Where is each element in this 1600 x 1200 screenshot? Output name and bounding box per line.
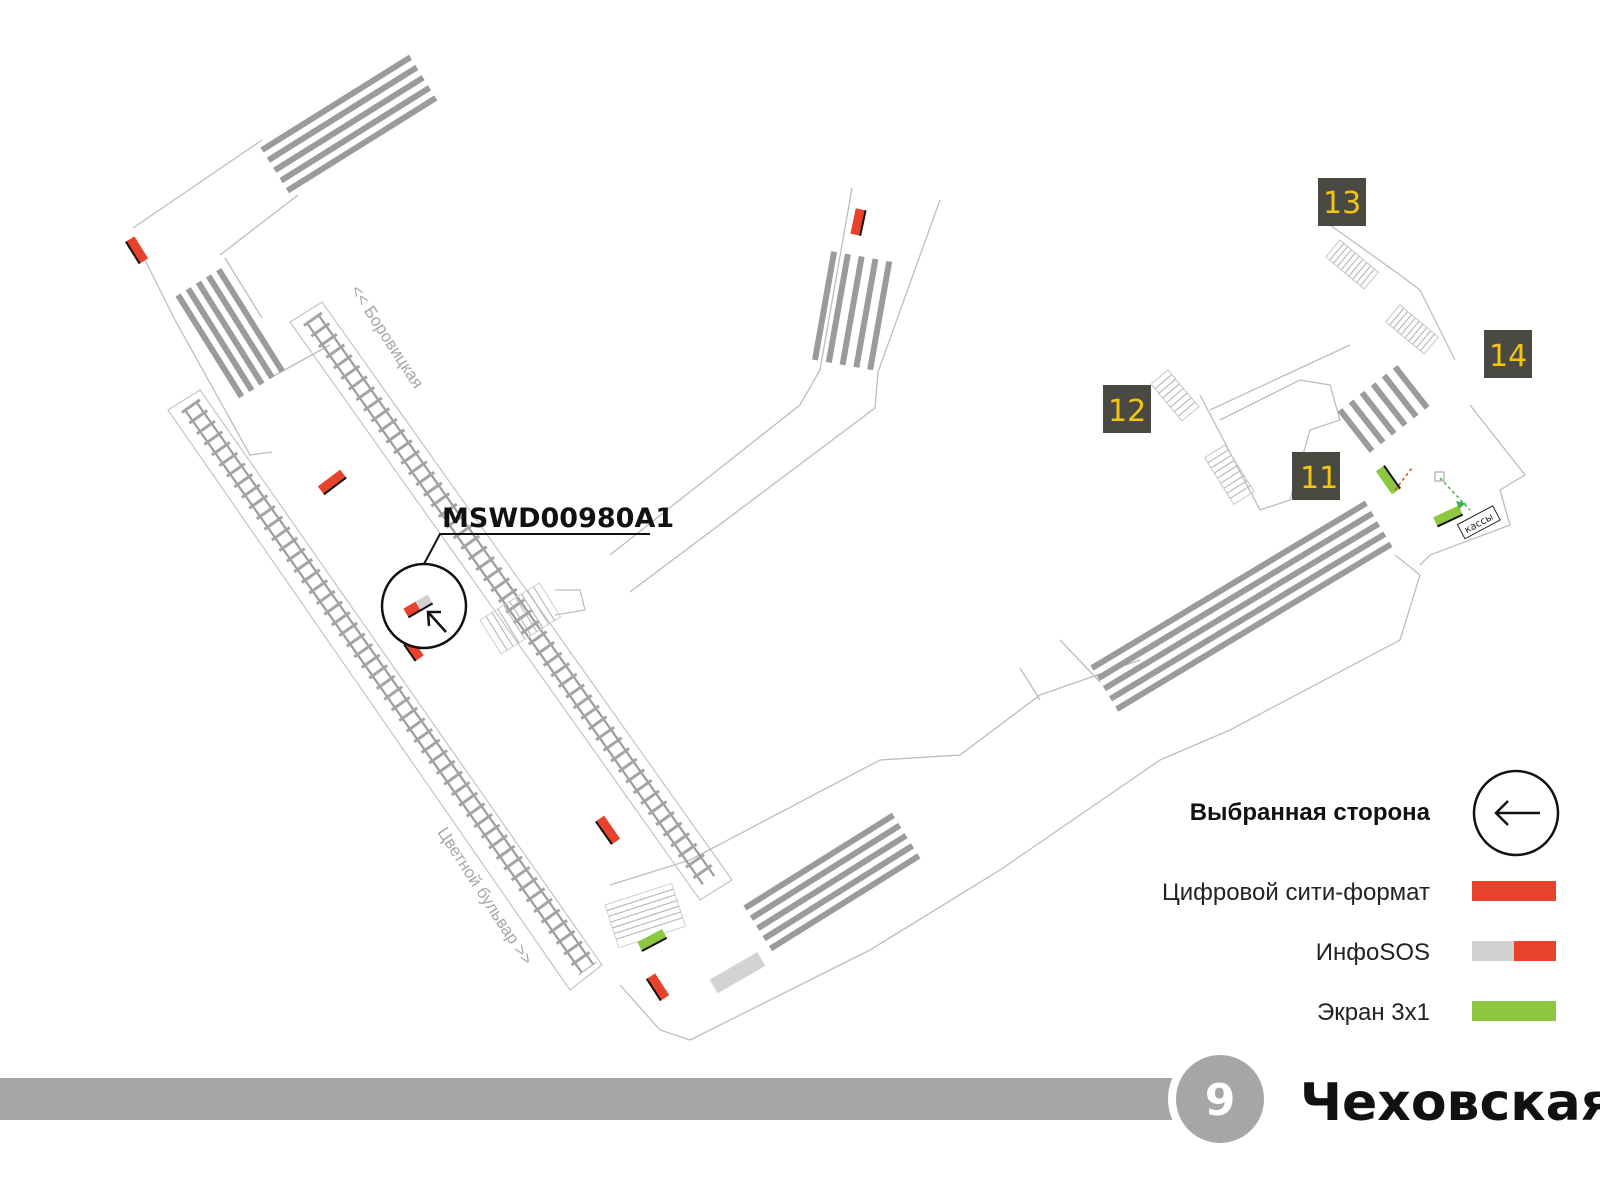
svg-text:12: 12 — [1108, 394, 1146, 429]
placement-code: MSWD00980A1 — [442, 503, 674, 534]
escalator-vestibule — [1337, 365, 1430, 453]
selected-placement-marker[interactable]: MSWD00980A1 — [380, 503, 674, 650]
track-west — [181, 398, 597, 976]
direction-north-label: << Боровицкая — [347, 282, 428, 392]
stairs-exit-14 — [1385, 304, 1440, 355]
legend-swatch-infosos-red — [1514, 941, 1556, 961]
marker-leader-line — [423, 533, 650, 565]
escalator-upper-right — [812, 251, 893, 371]
escalator-top-left — [260, 54, 438, 194]
stairs-exit-12 — [1150, 369, 1200, 422]
exit-badge-11[interactable]: 11 — [1292, 452, 1340, 500]
legend-title: Выбранная сторона — [1190, 799, 1431, 826]
station-name: Чеховская — [1300, 1073, 1600, 1133]
svg-text:11: 11 — [1300, 461, 1338, 496]
escalator-long — [1090, 500, 1393, 712]
legend-item-label: ИнфоSOS — [1316, 939, 1430, 966]
line-number-badge — [1168, 1047, 1272, 1151]
digital-city-format-placement[interactable] — [850, 208, 867, 236]
metro-line-bar: 9 — [0, 1047, 1272, 1151]
legend-swatch-infosos-gray — [1472, 941, 1514, 961]
escalator-lower — [743, 812, 921, 952]
screen-3x1-placement[interactable] — [1433, 505, 1464, 528]
legend-item-label: Экран 3х1 — [1317, 999, 1430, 1026]
legend-item-label: Цифровой сити-формат — [1162, 879, 1430, 906]
platforms — [167, 301, 733, 991]
svg-text:13: 13 — [1323, 186, 1361, 221]
service-booth — [709, 952, 766, 994]
legend-swatch-screen — [1472, 1001, 1556, 1021]
stairs-exit-13 — [1325, 239, 1380, 290]
stairs-exit-11 — [1203, 444, 1255, 506]
exit-badge-14[interactable]: 14 — [1484, 330, 1532, 378]
svg-text:14: 14 — [1489, 339, 1527, 374]
track-east — [303, 311, 718, 887]
digital-city-format-placement[interactable] — [645, 973, 670, 1002]
digital-city-format-placement[interactable] — [125, 236, 149, 265]
legend: Выбранная сторона Цифровой сити-формат И… — [1162, 769, 1560, 1026]
exit-badge-12[interactable]: 12 — [1103, 385, 1151, 433]
stairs-crossing — [479, 582, 562, 655]
direction-south-label: Цветной бульвар >> — [434, 824, 537, 968]
arrow-up-left-icon — [426, 610, 447, 633]
ad-placements — [125, 208, 1471, 1002]
turnstiles — [1394, 467, 1471, 511]
line-number: 9 — [1205, 1075, 1236, 1126]
kassy-label: кассы — [1456, 505, 1501, 540]
arrow-left-icon — [1494, 800, 1540, 826]
screen-3x1-placement[interactable] — [1375, 465, 1401, 495]
infosos-placement-icon — [403, 594, 434, 619]
digital-city-format-placement[interactable] — [317, 469, 347, 496]
screen-3x1-placement[interactable] — [637, 929, 668, 952]
digital-city-format-placement[interactable] — [595, 815, 621, 845]
legend-swatch-digital — [1472, 881, 1556, 901]
exit-badge-13[interactable]: 13 — [1318, 178, 1366, 226]
station-walls — [132, 139, 1526, 1041]
escalator-left-down — [175, 267, 285, 399]
